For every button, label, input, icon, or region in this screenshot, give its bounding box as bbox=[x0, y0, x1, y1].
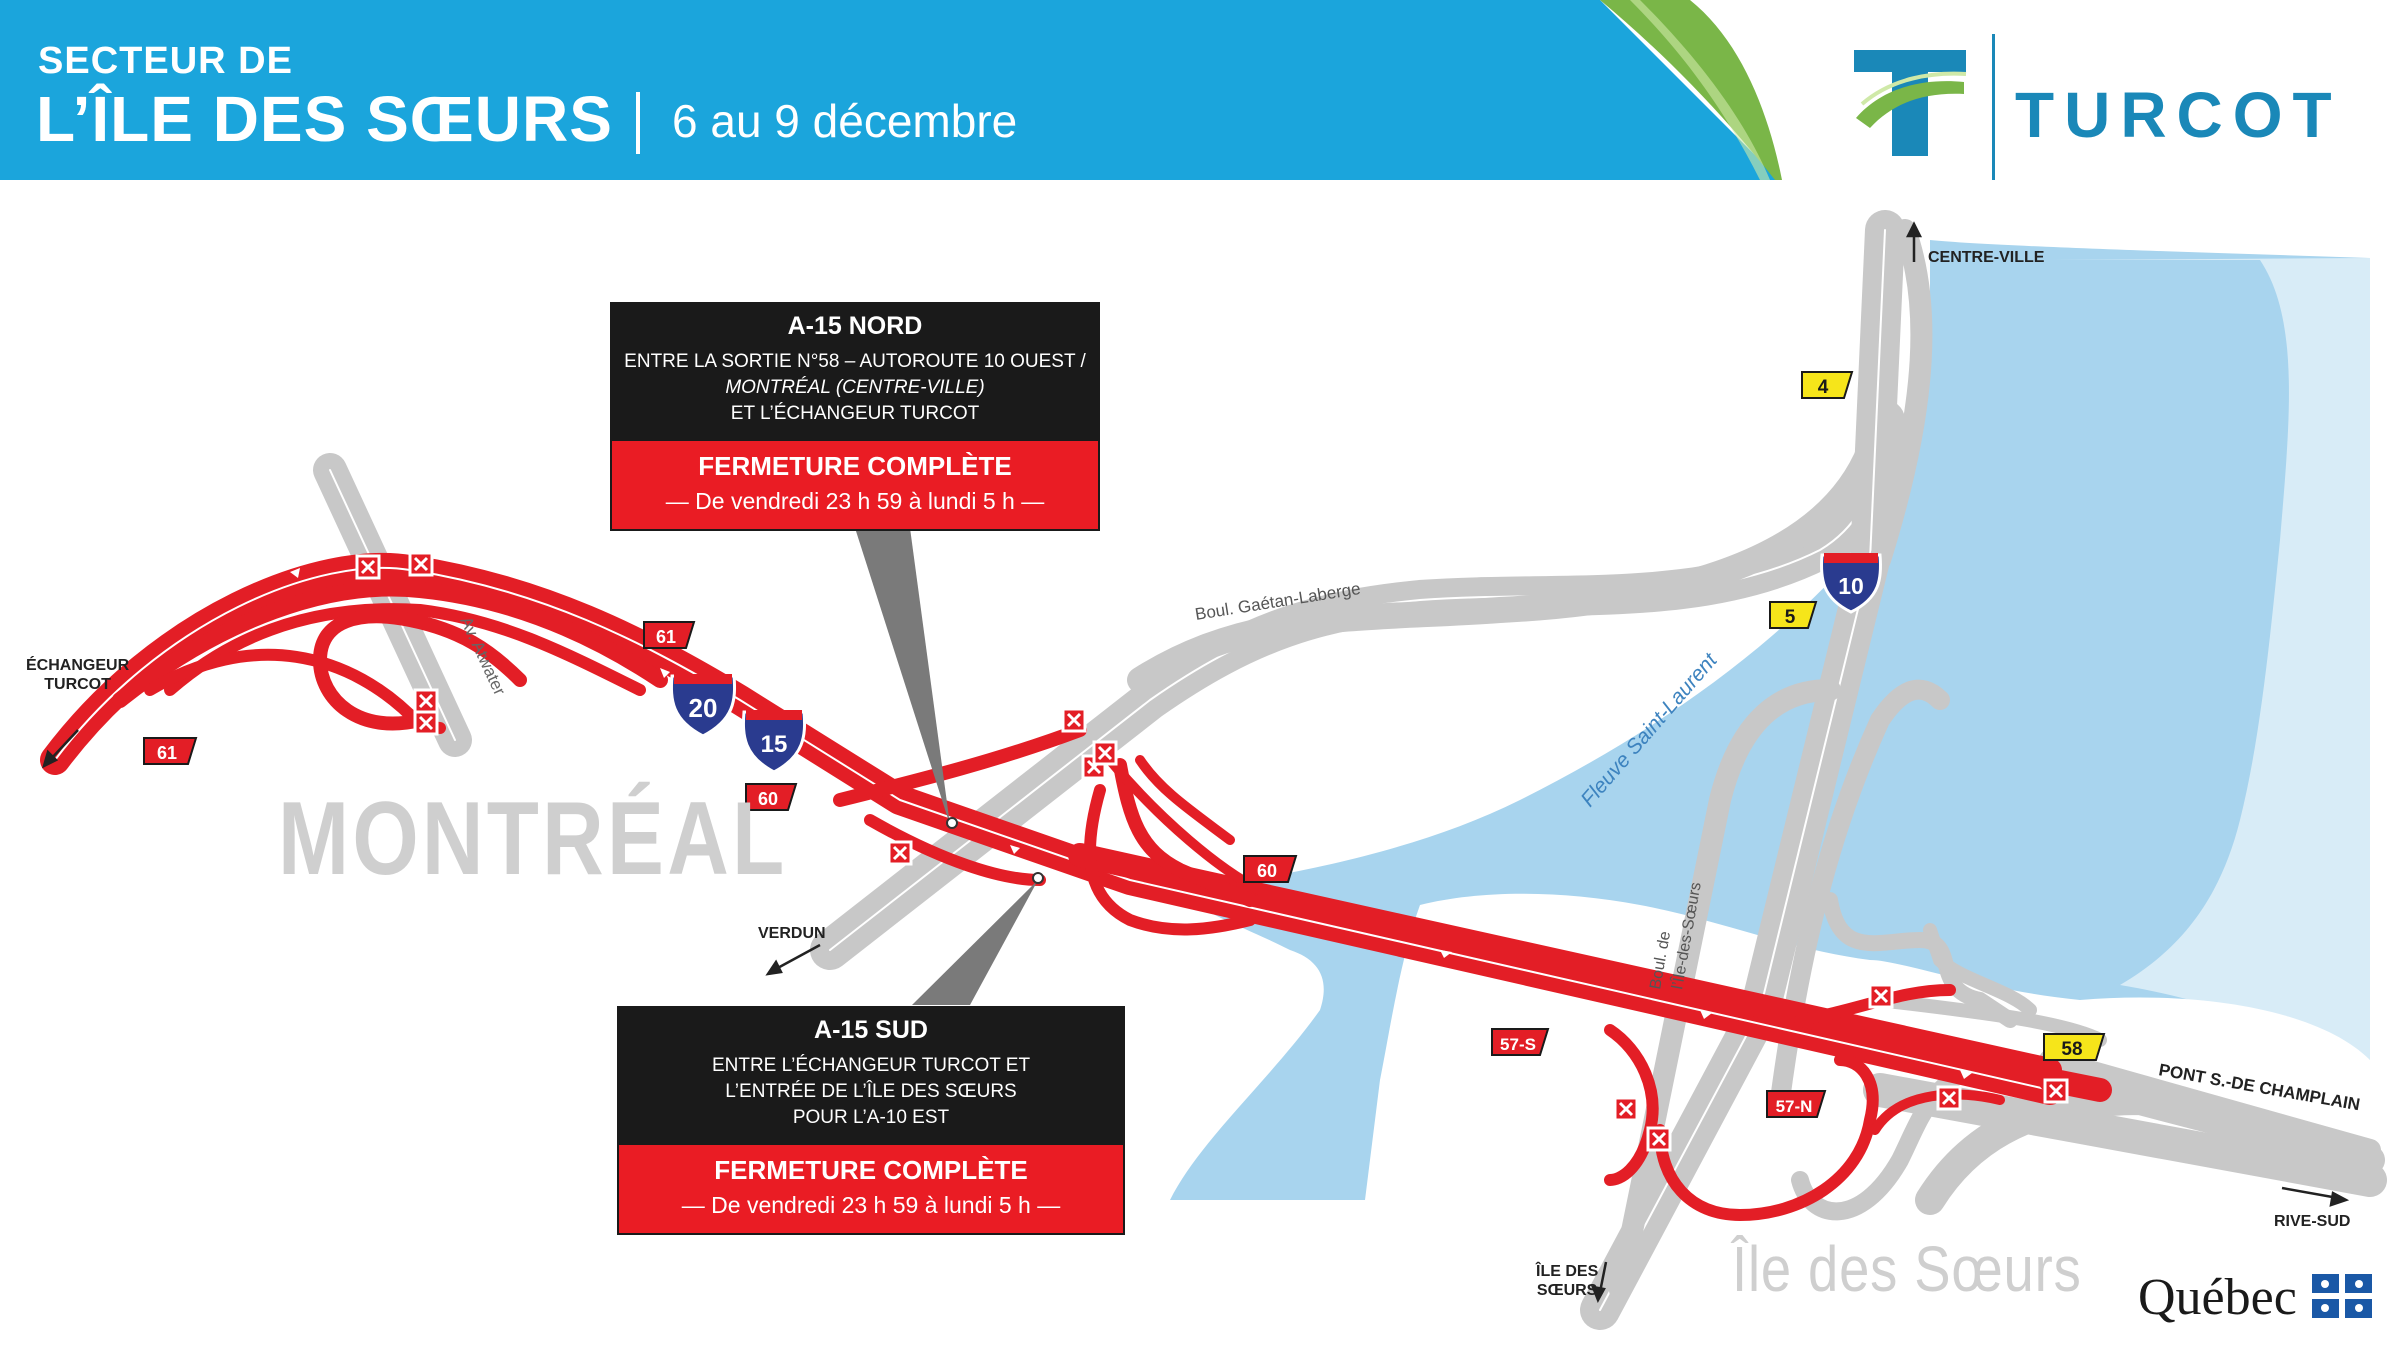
exit-61a-tab: 61 bbox=[643, 621, 696, 649]
exit-61b-tab: 61 bbox=[143, 737, 198, 765]
callout-north-point bbox=[946, 817, 958, 829]
echangeur-line-1: ÉCHANGEUR bbox=[26, 657, 130, 674]
turcot-logo-icon bbox=[1854, 50, 1967, 156]
header-subtitle: SECTEUR DE bbox=[38, 40, 293, 82]
i20-number: 20 bbox=[689, 693, 718, 723]
callout-south-line2: L’ENTRÉE DE L’ÎLE DES SŒURS bbox=[725, 1081, 1017, 1102]
closure-marker bbox=[413, 688, 439, 714]
closure-marker bbox=[355, 554, 381, 580]
rive-sud-label: RIVE-SUD bbox=[2274, 1213, 2351, 1230]
header-banner: SECTEUR DE L’ÎLE DES SŒURS 6 au 9 décemb… bbox=[0, 0, 2400, 180]
callout-south-status-box: FERMETURE COMPLÈTE — De vendredi 23 h 59… bbox=[617, 1143, 1125, 1235]
exit-58-tab: 58 bbox=[2043, 1033, 2106, 1061]
brand-name: TURCOT bbox=[2015, 79, 2342, 151]
exit-57n-label: 57-N bbox=[1776, 1097, 1813, 1116]
callout-north-description: A-15 NORD ENTRE LA SORTIE N°58 – AUTOROU… bbox=[610, 302, 1100, 439]
exit-57s-tab: 57-S bbox=[1491, 1028, 1550, 1056]
callout-a15-sud: A-15 SUD ENTRE L’ÉCHANGEUR TURCOT ET L’E… bbox=[617, 1006, 1125, 1235]
ile-des-soeurs-label: Île des Sœurs bbox=[1732, 1233, 2082, 1305]
closure-marker bbox=[1061, 707, 1087, 733]
banner-graphic bbox=[0, 0, 1782, 180]
direction-arrows bbox=[42, 221, 2350, 1303]
brand-separator bbox=[1992, 34, 1995, 180]
i10-number: 10 bbox=[1838, 573, 1864, 599]
i15-number: 15 bbox=[761, 731, 788, 758]
i10-shield-icon: 10 bbox=[1820, 553, 1882, 614]
banner-blue bbox=[0, 0, 1780, 180]
arrow-centre-ville-icon bbox=[1905, 221, 1923, 238]
callout-south-point bbox=[1032, 872, 1044, 884]
callout-a15-nord: A-15 NORD ENTRE LA SORTIE N°58 – AUTOROU… bbox=[610, 302, 1100, 531]
closure-marker bbox=[887, 840, 913, 866]
banner-light-swoosh bbox=[1630, 0, 1770, 180]
closure-marker bbox=[408, 551, 434, 577]
arrow-rive-sud-icon bbox=[2329, 1191, 2350, 1207]
callout-north-pointer bbox=[855, 528, 950, 825]
callout-south-description: A-15 SUD ENTRE L’ÉCHANGEUR TURCOT ET L’E… bbox=[617, 1006, 1125, 1143]
exit-5-tab: 5 bbox=[1769, 601, 1818, 629]
header-title: L’ÎLE DES SŒURS bbox=[36, 83, 613, 155]
header-separator bbox=[636, 92, 640, 154]
closure-marker bbox=[1092, 740, 1118, 766]
callout-south-title: A-15 SUD bbox=[814, 1016, 928, 1044]
callout-north-status: FERMETURE COMPLÈTE bbox=[698, 451, 1012, 481]
ile-line-2: SŒURS bbox=[1536, 1282, 1598, 1299]
exit-61b-label: 61 bbox=[157, 743, 177, 763]
callout-south-period: — De vendredi 23 h 59 à lundi 5 h — bbox=[681, 1192, 1061, 1218]
exit-60a-tab: 60 bbox=[745, 783, 798, 811]
callout-south-line3: POUR L’A-10 EST bbox=[792, 1107, 950, 1128]
callout-north-line3: ET L’ÉCHANGEUR TURCOT bbox=[730, 403, 980, 424]
closure-marker bbox=[1613, 1096, 1639, 1122]
echangeur-line-2: TURCOT bbox=[44, 676, 111, 693]
exit-60b-label: 60 bbox=[1257, 861, 1277, 881]
banner-green-swoosh bbox=[1600, 0, 1782, 180]
callout-south-pointer bbox=[912, 880, 1038, 1005]
closure-marker bbox=[1646, 1126, 1672, 1152]
callout-north-line2: MONTRÉAL (CENTRE-VILLE) bbox=[725, 377, 985, 398]
verdun-label: VERDUN bbox=[758, 925, 826, 942]
exit-4-tab: 4 bbox=[1801, 371, 1854, 399]
arrow-echangeur-icon bbox=[42, 749, 59, 769]
ile-des-soeurs-direction-label: ÎLE DES SŒURS bbox=[1536, 1262, 1598, 1300]
closure-marker bbox=[1868, 983, 1894, 1009]
centre-ville-label: CENTRE-VILLE bbox=[1928, 249, 2045, 266]
callout-south-line1: ENTRE L’ÉCHANGEUR TURCOT ET bbox=[711, 1055, 1031, 1076]
closure-marker bbox=[413, 710, 439, 736]
quebec-fleur-icon bbox=[2312, 1274, 2372, 1318]
callout-north-period: — De vendredi 23 h 59 à lundi 5 h — bbox=[665, 488, 1045, 514]
exit-61a-label: 61 bbox=[656, 627, 676, 647]
quebec-wordmark: Québec bbox=[2138, 1269, 2297, 1326]
exit-60b-tab: 60 bbox=[1243, 855, 1298, 883]
ile-line-1: ÎLE DES bbox=[1536, 1263, 1599, 1280]
callout-north-line1: ENTRE LA SORTIE N°58 – AUTOROUTE 10 OUES… bbox=[624, 351, 1086, 372]
closure-marker bbox=[2043, 1078, 2069, 1104]
i15-shield-icon: 15 bbox=[742, 710, 806, 774]
exit-58-label: 58 bbox=[2061, 1039, 2082, 1060]
header-dates: 6 au 9 décembre bbox=[672, 95, 1018, 147]
river-highlight bbox=[2050, 258, 2370, 1060]
exit-57n-tab: 57-N bbox=[1766, 1090, 1827, 1118]
closure-marker bbox=[1936, 1085, 1962, 1111]
i20-shield-icon: 20 bbox=[670, 674, 736, 738]
montreal-label: MONTRÉAL bbox=[278, 781, 788, 897]
closure-markers bbox=[355, 551, 2069, 1152]
arrow-ile-icon bbox=[1591, 1285, 1606, 1303]
callout-north-status-box: FERMETURE COMPLÈTE — De vendredi 23 h 59… bbox=[610, 439, 1100, 531]
exit-57s-label: 57-S bbox=[1500, 1035, 1536, 1054]
echangeur-turcot-label: ÉCHANGEUR TURCOT bbox=[26, 656, 129, 694]
exit-4-label: 4 bbox=[1818, 377, 1829, 398]
callout-south-status: FERMETURE COMPLÈTE bbox=[714, 1155, 1028, 1185]
exit-60a-label: 60 bbox=[758, 789, 778, 809]
callout-north-title: A-15 NORD bbox=[787, 312, 923, 340]
arrow-verdun-icon bbox=[765, 959, 783, 976]
exit-5-label: 5 bbox=[1785, 607, 1796, 628]
